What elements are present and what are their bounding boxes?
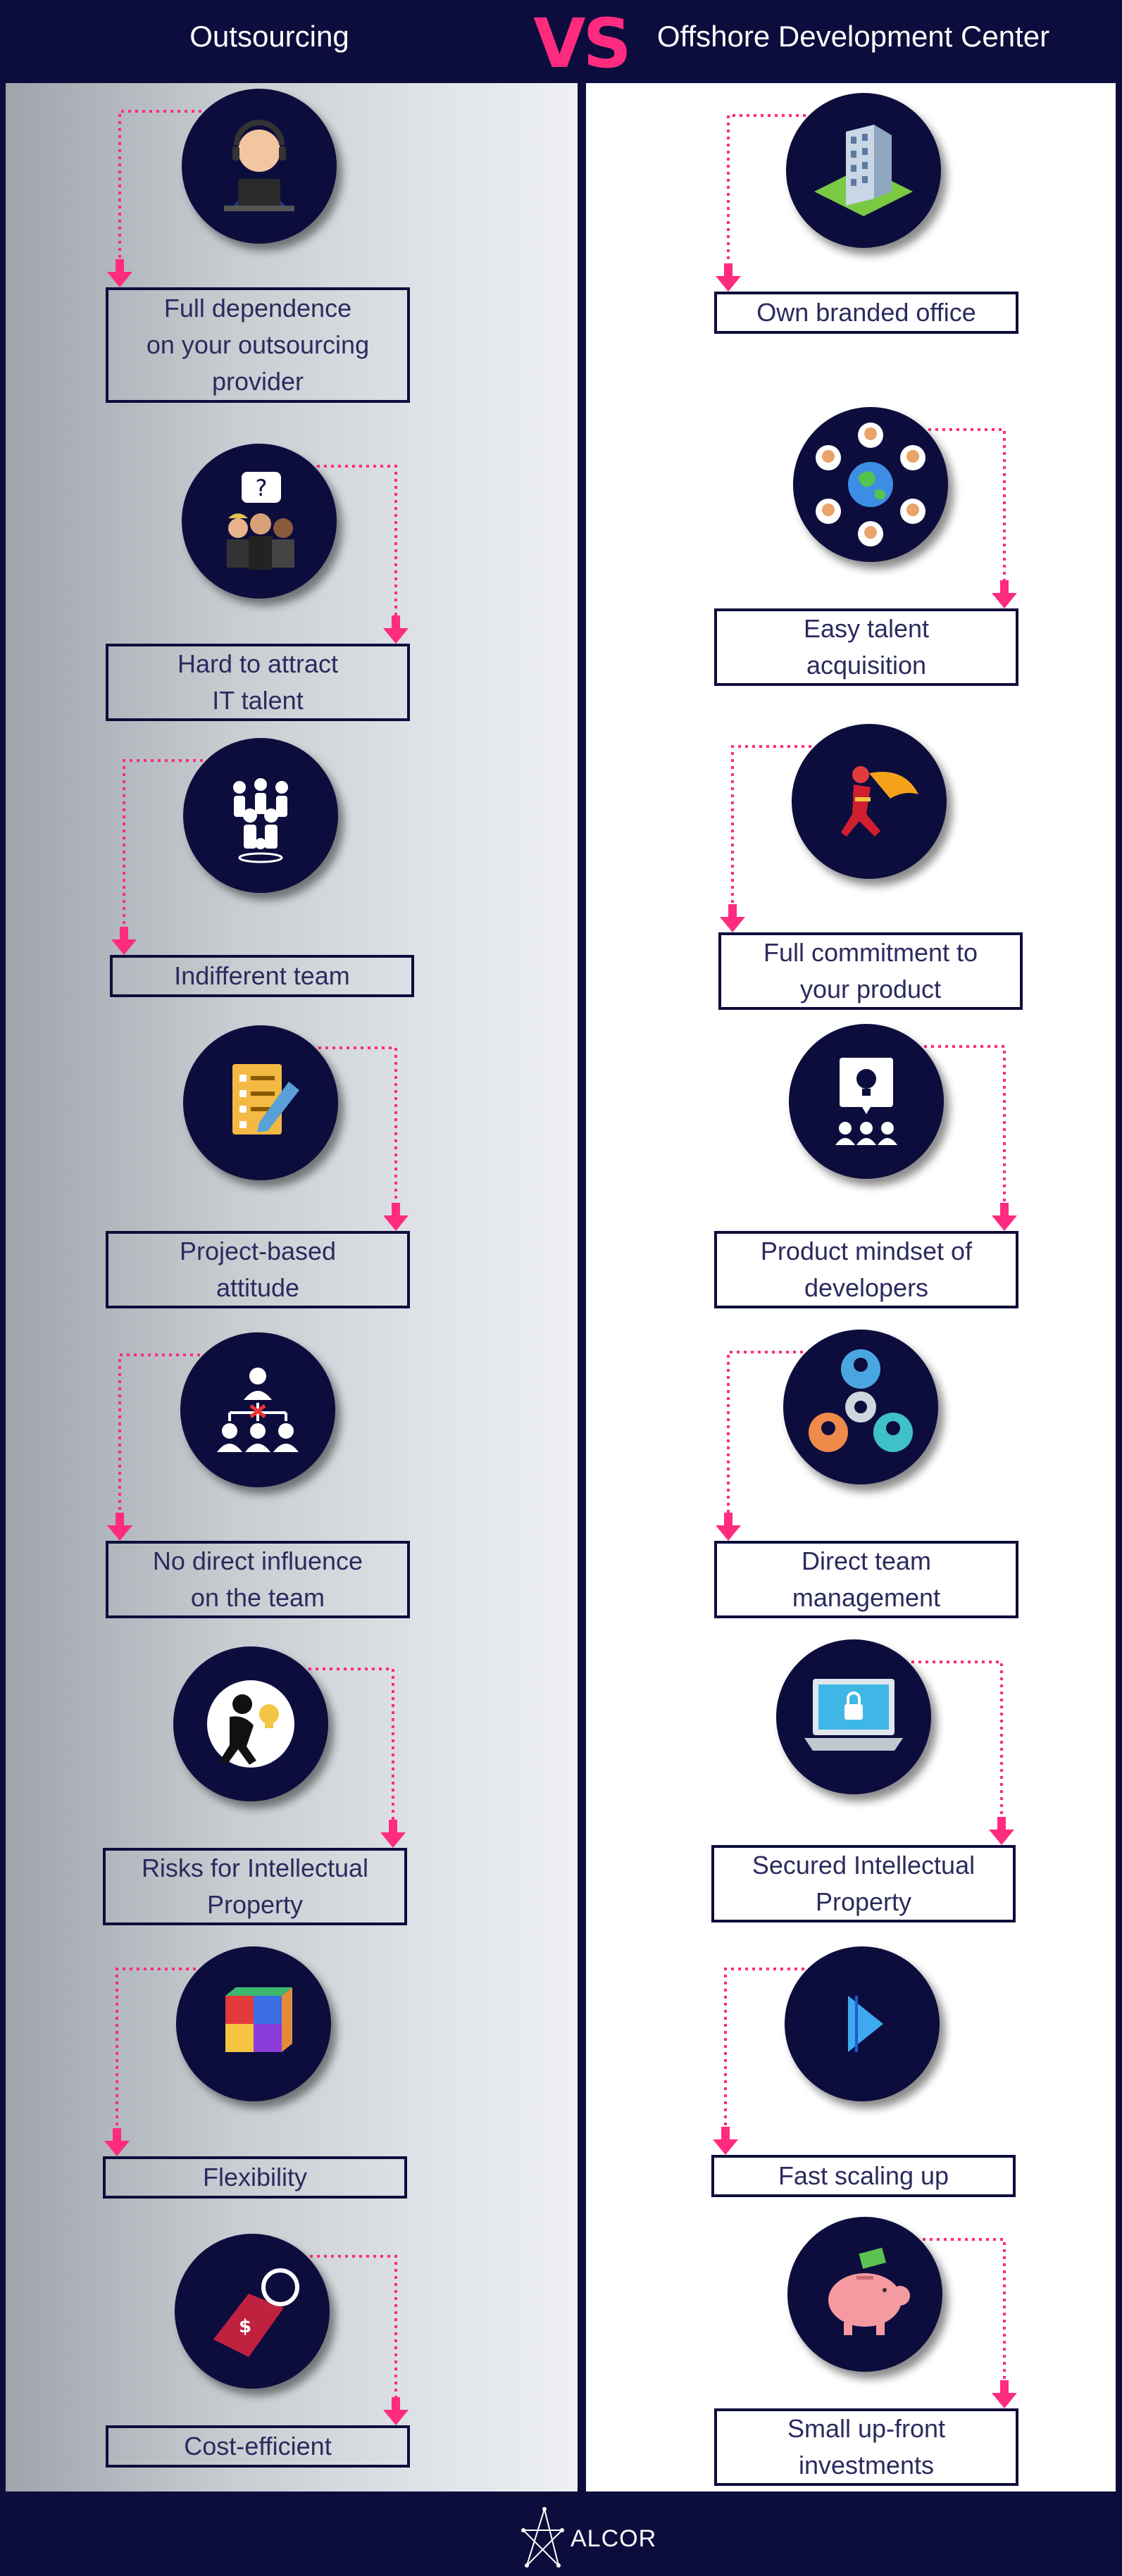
left-label: No direct influence on the team	[106, 1541, 410, 1618]
brand-name: ALCOR	[571, 2525, 657, 2552]
right-label-line: management	[792, 1583, 941, 1612]
left-label-line: Full dependence	[163, 294, 352, 323]
left-label-line: IT talent	[212, 686, 304, 715]
right-label-line: Direct team	[801, 1546, 932, 1575]
right-label-line: Secured Intellectual	[752, 1851, 975, 1880]
left-label: Indifferent team	[110, 955, 414, 997]
left-label-line: No direct influence	[152, 1546, 363, 1575]
right-label-line: Small up-front	[787, 2414, 946, 2443]
right-label: Fast scaling up	[711, 2155, 1016, 2197]
left-label-line: Risks for Intellectual	[141, 1853, 369, 1882]
connector-arrow	[104, 1968, 196, 2156]
left-label: Project-based attitude	[106, 1231, 410, 1308]
left-label-line: on the team	[190, 1583, 325, 1612]
left-label-line: Property	[206, 1890, 304, 1919]
office-building-icon	[786, 93, 941, 248]
footer: ALCOR	[0, 2491, 1122, 2576]
connector-arrow	[720, 745, 811, 932]
connector-arrow	[318, 1046, 409, 1231]
global-talent-icon	[793, 407, 948, 562]
right-label-line: Easy talent	[803, 614, 930, 643]
left-label-line: Indifferent team	[174, 961, 350, 990]
puzzle-cube-icon	[176, 1946, 331, 2101]
connector-arrow	[308, 1668, 406, 1848]
connector-arrow	[107, 1353, 200, 1541]
fast-forward-icon	[785, 1946, 940, 2101]
svg-text:$: $	[239, 2316, 251, 2337]
right-label-line: acquisition	[806, 651, 927, 680]
connector-arrow	[928, 428, 1017, 608]
connector-arrow	[310, 2255, 409, 2425]
connector-arrow	[923, 2238, 1017, 2408]
connector-arrow	[924, 1045, 1017, 1231]
right-label: Product mindset of developers	[714, 1231, 1018, 1308]
thief-idea-icon	[173, 1646, 328, 1801]
right-label: Small up-front investments	[714, 2408, 1018, 2486]
lightbulb-presentation-icon	[789, 1024, 944, 1179]
crowd-icon	[183, 738, 338, 893]
left-label-line: provider	[211, 367, 304, 396]
right-label-line: Full commitment to	[763, 938, 978, 967]
superhero-icon	[792, 724, 947, 879]
left-label: Flexibility	[103, 2156, 407, 2199]
right-label-line: Own branded office	[756, 298, 976, 327]
left-label: Hard to attract IT talent	[106, 644, 410, 721]
odc-column: Own branded office Easy talent acquisitio…	[586, 83, 1116, 2491]
connector-arrow	[107, 110, 201, 287]
header: Outsourcing VS Offshore Development Cent…	[0, 0, 1122, 83]
left-label-line: attitude	[216, 1273, 300, 1302]
right-label: Easy talent acquisition	[714, 608, 1018, 686]
left-label-line: on your outsourcing	[146, 330, 370, 359]
locked-laptop-icon	[776, 1639, 931, 1794]
svg-text:?: ?	[256, 475, 268, 501]
alcor-star-logo-icon	[521, 2507, 564, 2568]
right-label: Own branded office	[714, 292, 1018, 334]
vs-badge: VS	[533, 4, 631, 83]
left-label-line: Cost-efficient	[184, 2432, 332, 2461]
checklist-icon	[183, 1025, 338, 1180]
connector-arrow	[716, 1351, 803, 1541]
broken-hierarchy-icon	[180, 1332, 335, 1487]
left-label: Cost-efficient	[106, 2425, 410, 2468]
right-label-line: Fast scaling up	[778, 2161, 949, 2190]
right-label-line: investments	[798, 2451, 935, 2480]
connector-arrow	[716, 114, 806, 292]
right-label: Direct team management	[714, 1541, 1018, 1618]
connector-arrow	[111, 759, 203, 955]
left-column-title: Outsourcing	[189, 20, 349, 53]
price-tag-icon: $	[175, 2234, 330, 2389]
left-label-line: Hard to attract	[177, 649, 339, 678]
outsourcing-column: Full dependence on your outsourcing provid…	[6, 83, 578, 2491]
support-agent-icon	[182, 89, 337, 244]
right-label-line: Property	[815, 1887, 912, 1916]
confused-team-icon: ?	[182, 444, 337, 599]
connector-arrow	[317, 465, 409, 644]
left-label-line: Flexibility	[202, 2163, 308, 2192]
right-column-title: Offshore Development Center	[656, 20, 1050, 53]
team-gear-icon	[783, 1330, 938, 1484]
left-label-line: Project-based	[179, 1237, 337, 1265]
connector-arrow	[713, 1968, 804, 2155]
right-label-line: Product mindset of	[760, 1237, 973, 1265]
connector-arrow	[911, 1661, 1014, 1845]
right-label-line: developers	[804, 1273, 929, 1302]
right-label: Full commitment to your product	[718, 932, 1023, 1010]
left-label: Full dependence on your outsourcing provid…	[106, 287, 410, 403]
piggy-bank-icon	[787, 2217, 942, 2372]
right-label-line: your product	[799, 975, 942, 1003]
